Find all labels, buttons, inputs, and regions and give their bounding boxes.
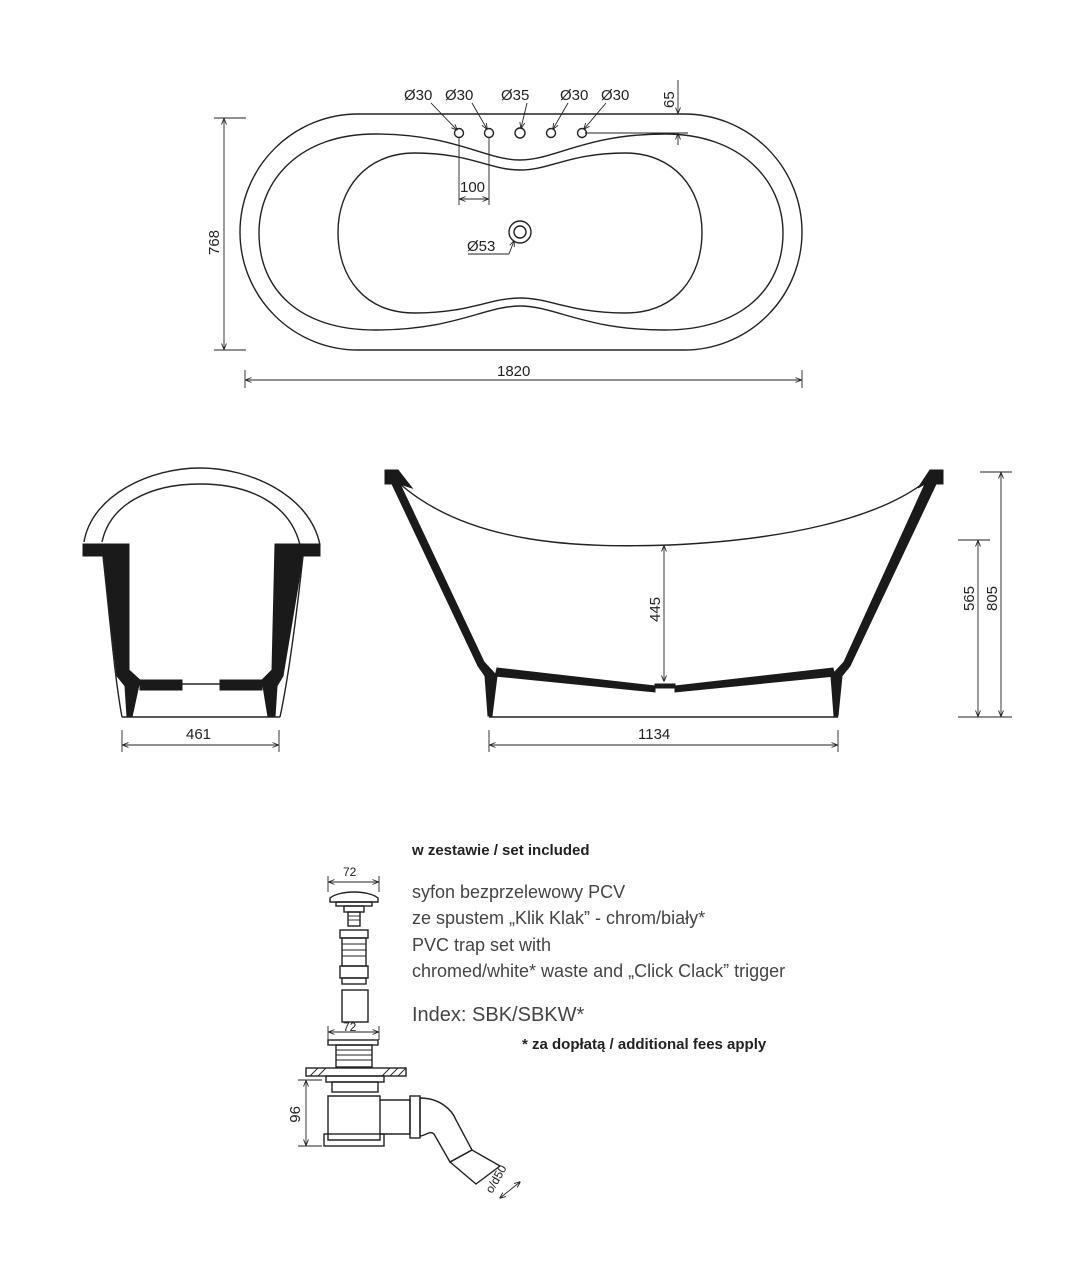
hole-label-2: Ø30 — [445, 87, 473, 104]
set-line-1: syfon bezprzelewowy PCV — [412, 882, 626, 902]
tap-hole-3 — [514, 127, 526, 139]
side-view: 461 — [82, 467, 321, 752]
dim-65: 65 — [661, 91, 678, 108]
hole-label-3: Ø35 — [501, 87, 529, 104]
tap-hole-4 — [545, 127, 557, 139]
dim-805: 805 — [984, 586, 1001, 611]
index-code: Index: SBK/SBKW* — [412, 1004, 585, 1026]
dim-461: 461 — [186, 726, 211, 743]
outer-rim — [239, 113, 803, 351]
side-wall-right — [261, 543, 321, 718]
fees-note: * za dopłatą / additional fees apply — [522, 1036, 767, 1053]
dim-565: 565 — [961, 586, 978, 611]
hole-label-1: Ø30 — [404, 87, 432, 104]
top-view: Ø30 Ø30 Ø35 Ø30 Ø30 65 100 Ø53 768 1820 — [206, 80, 803, 388]
dim-445: 445 — [647, 597, 664, 622]
set-title: w zestawie / set included — [412, 842, 590, 859]
hole-label-4: Ø30 — [560, 87, 588, 104]
set-line-3: PVC trap set with — [412, 935, 552, 955]
front-wall-right — [830, 469, 944, 717]
drain-inner — [513, 225, 527, 239]
dim-96: 96 — [286, 1106, 303, 1123]
dim-drain: Ø53 — [467, 238, 495, 255]
dim-od50: o/d50 — [482, 1162, 509, 1195]
basin-contour — [337, 152, 703, 314]
dim-body-72: 72 — [343, 1020, 357, 1034]
drain-outer — [508, 220, 532, 244]
front-wall-left — [384, 469, 498, 717]
dim-cap-72: 72 — [343, 865, 357, 879]
dim-768: 768 — [206, 230, 223, 255]
set-line-2: ze spustem „Klik Klak” - chrom/biały* — [412, 908, 706, 928]
dim-100: 100 — [460, 179, 485, 196]
tap-hole-1 — [453, 127, 465, 139]
dim-1820: 1820 — [497, 363, 530, 380]
front-view: 445 565 805 1134 — [384, 469, 1012, 752]
rim-inner-contour — [258, 133, 784, 331]
tap-hole-2 — [483, 127, 495, 139]
set-line-4: chromed/white* waste and „Click Clack” t… — [412, 961, 786, 981]
hole-label-5: Ø30 — [601, 87, 629, 104]
dim-1134: 1134 — [638, 726, 670, 743]
